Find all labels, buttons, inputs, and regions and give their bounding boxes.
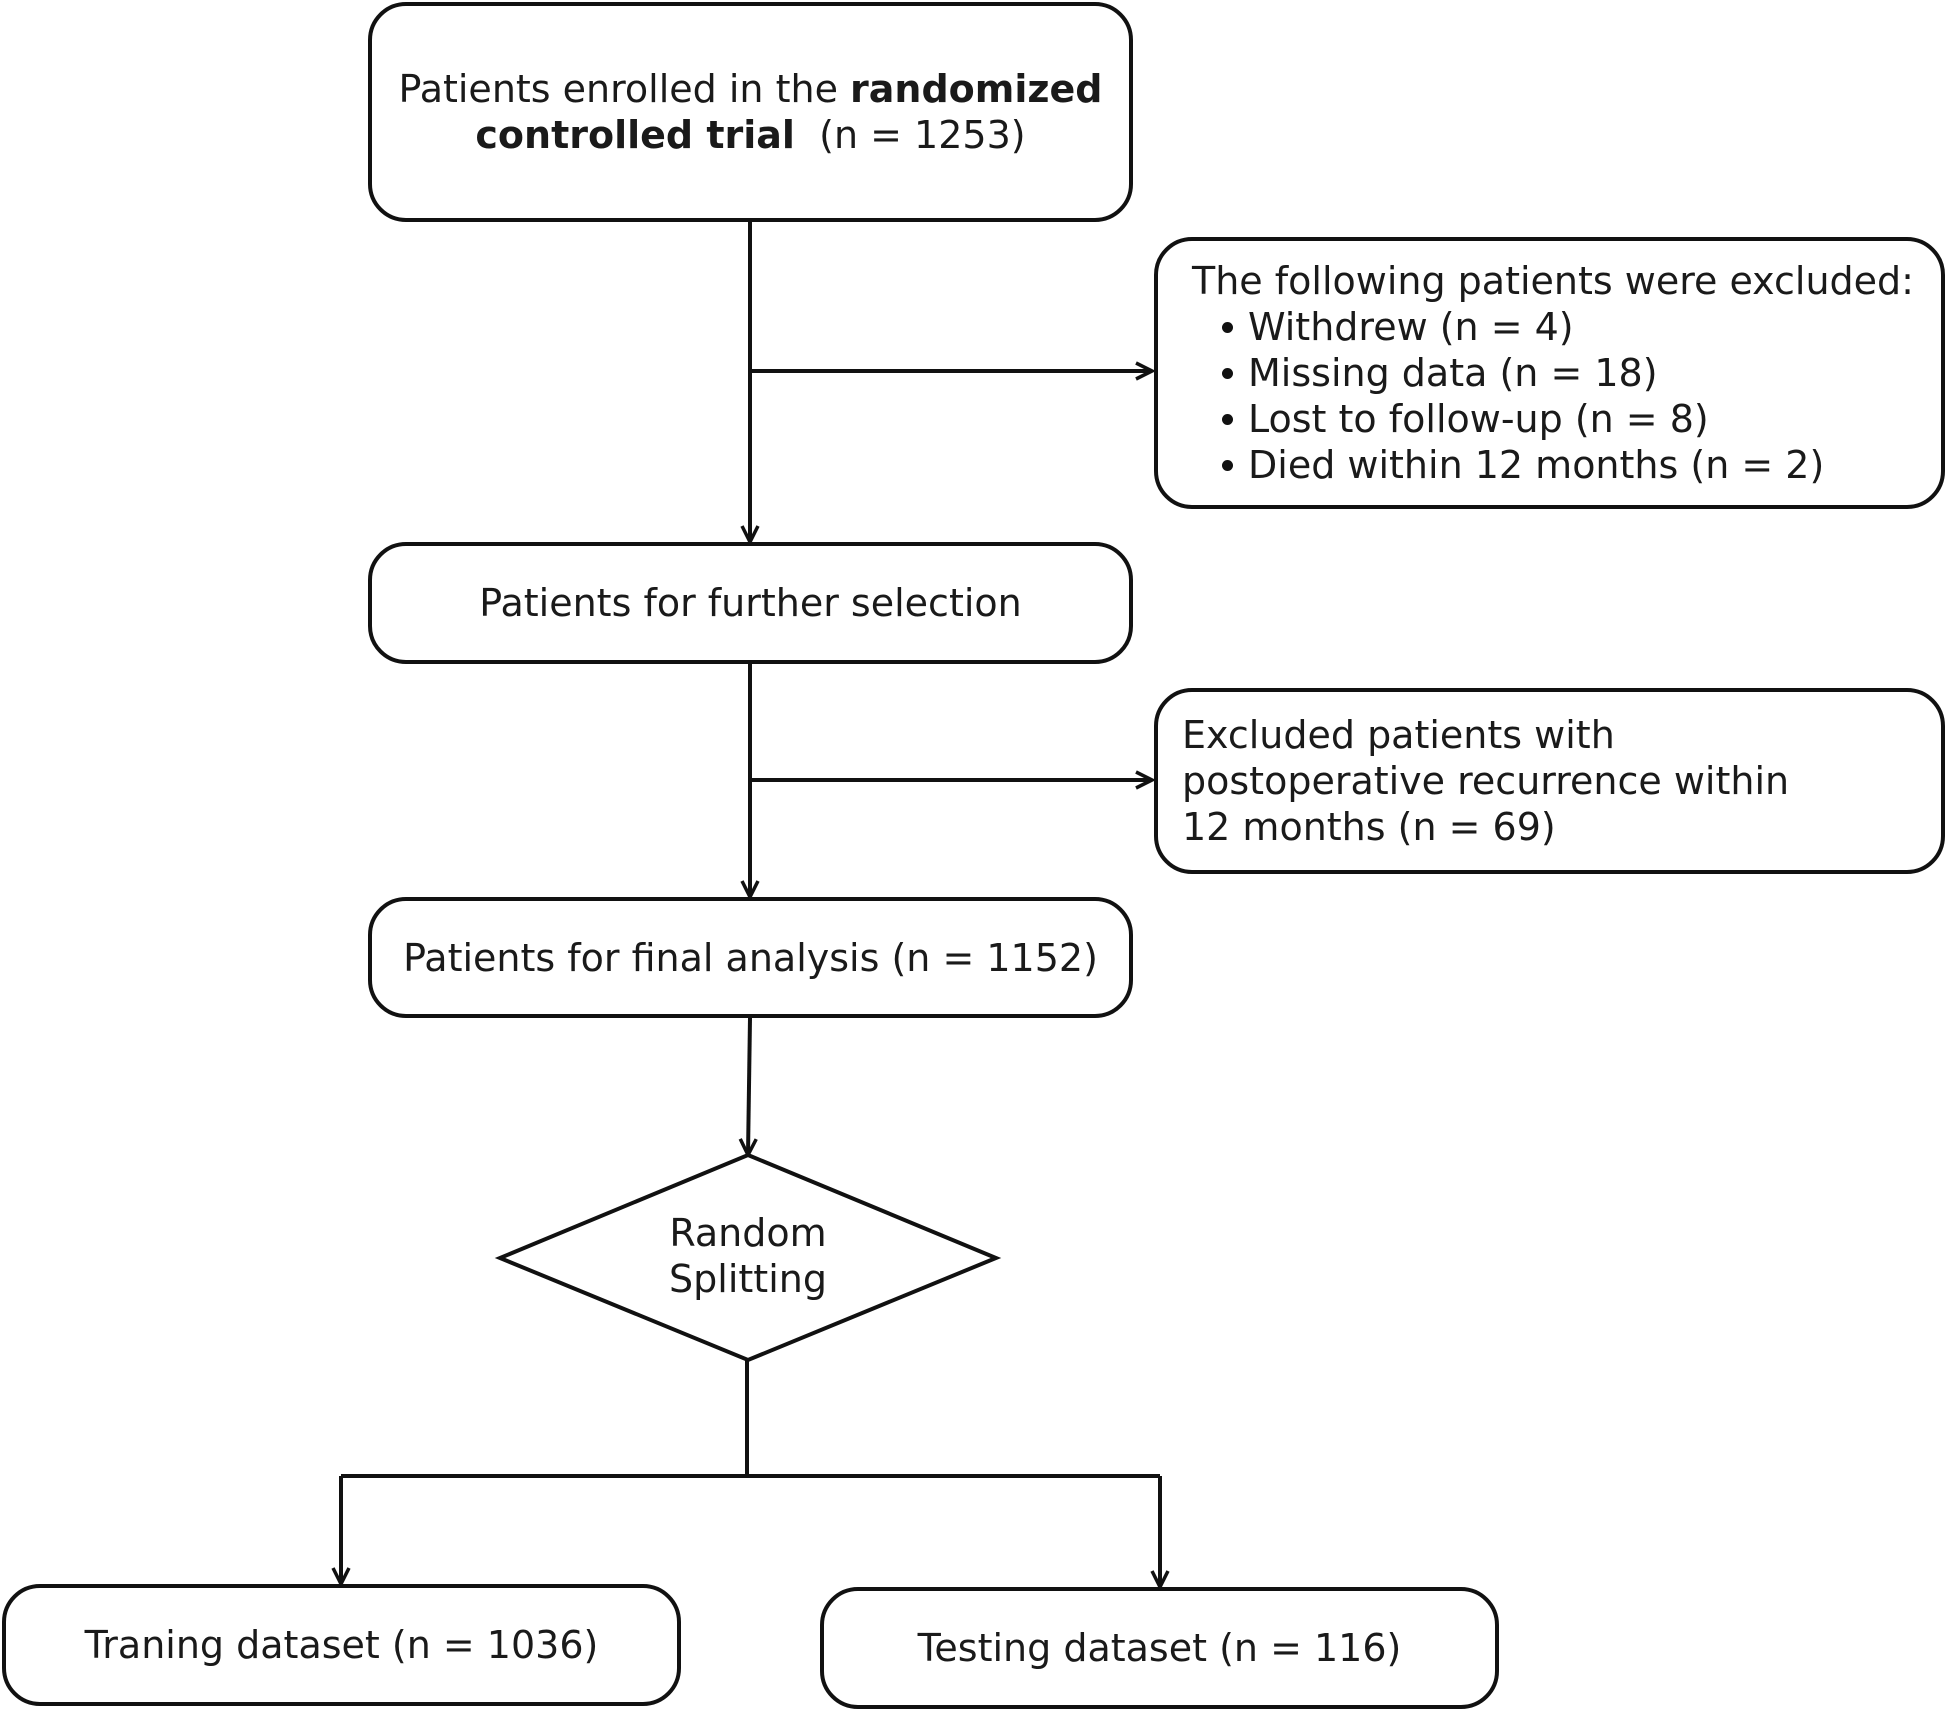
exclusion-2-content: Excluded patients with postoperative rec… — [1182, 712, 1789, 850]
exclusion-1-list: Withdrew (n = 4) Missing data (n = 18) L… — [1192, 304, 1914, 488]
exclusion-2-line-2: postoperative recurrence within — [1182, 759, 1790, 803]
exclusion-box-2: Excluded patients with postoperative rec… — [1154, 688, 1945, 874]
testing-dataset-label: Testing dataset (n = 116) — [917, 1626, 1402, 1670]
training-dataset-box: Traning dataset (n = 1036) — [2, 1584, 681, 1706]
enrolled-text-bold-1: randomized — [850, 67, 1103, 111]
enrolled-box: Patients enrolled in the randomized cont… — [368, 2, 1133, 222]
exclusion-1-item: Missing data (n = 18) — [1222, 350, 1914, 396]
final-analysis-box: Patients for final analysis (n = 1152) — [368, 897, 1133, 1018]
enrolled-text-pre: Patients enrolled in the — [398, 67, 851, 111]
exclusion-box-1: The following patients were excluded: Wi… — [1154, 237, 1945, 509]
random-splitting-line-2: Splitting — [669, 1257, 827, 1301]
exclusion-1-title: The following patients were excluded: — [1192, 259, 1914, 303]
random-splitting-label: Random Splitting — [598, 1210, 898, 1302]
exclusion-1-item: Withdrew (n = 4) — [1222, 304, 1914, 350]
random-splitting-line-1: Random — [669, 1211, 827, 1255]
random-splitting-diamond — [494, 1152, 1002, 1363]
exclusion-2-line-1: Excluded patients with — [1182, 713, 1615, 757]
enrolled-text: Patients enrolled in the randomized cont… — [398, 66, 1102, 158]
enrolled-count: (n = 1253) — [794, 113, 1026, 157]
training-dataset-label: Traning dataset (n = 1036) — [84, 1623, 599, 1667]
arrow-final-to-split — [748, 1017, 750, 1155]
enrolled-text-bold-2: controlled trial — [475, 113, 795, 157]
exclusion-1-content: The following patients were excluded: Wi… — [1192, 258, 1914, 488]
final-analysis-label: Patients for final analysis (n = 1152) — [403, 935, 1098, 980]
further-selection-box: Patients for further selection — [368, 542, 1133, 664]
exclusion-2-line-3: 12 months (n = 69) — [1182, 805, 1556, 849]
testing-dataset-box: Testing dataset (n = 116) — [820, 1587, 1499, 1709]
exclusion-1-item: Lost to follow-up (n = 8) — [1222, 396, 1914, 442]
exclusion-1-item: Died within 12 months (n = 2) — [1222, 442, 1914, 488]
further-selection-label: Patients for further selection — [479, 581, 1022, 625]
